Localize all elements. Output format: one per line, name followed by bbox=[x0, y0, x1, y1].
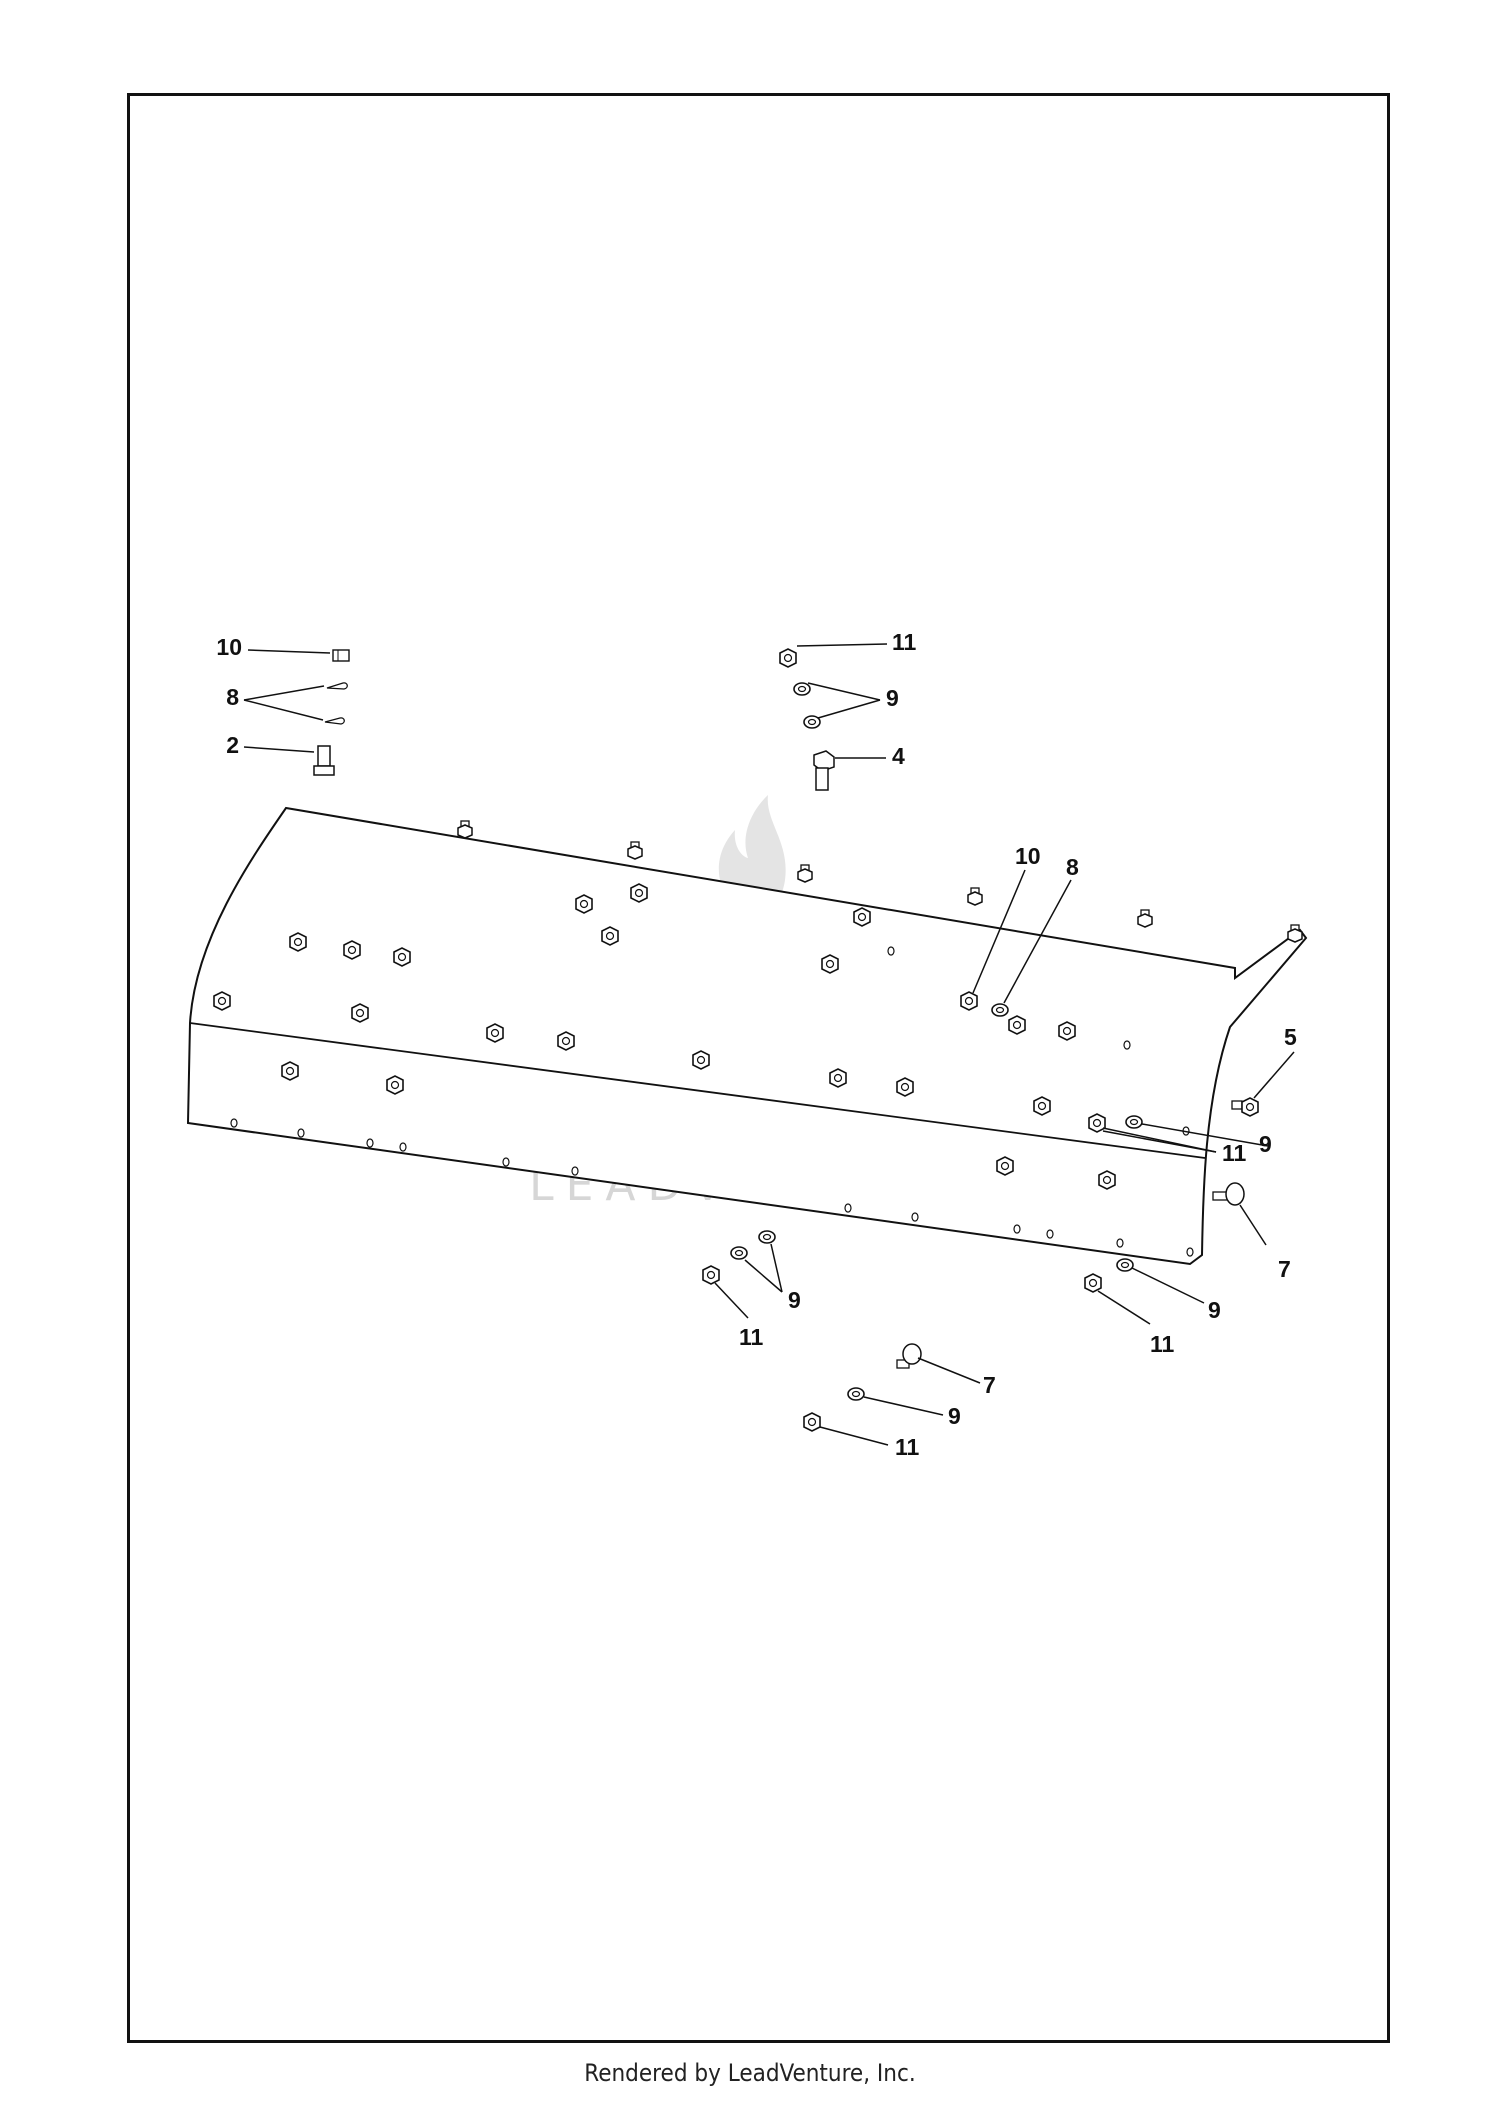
callout-11-top: 11 bbox=[892, 629, 917, 655]
callout-11-right: 11 bbox=[1222, 1140, 1247, 1166]
callout-8-top-left: 8 bbox=[226, 684, 239, 710]
callout-9-lower-left: 9 bbox=[788, 1287, 801, 1313]
callout-9-lower: 9 bbox=[948, 1403, 961, 1429]
callout-11-lower: 11 bbox=[895, 1434, 920, 1460]
callout-7-lower: 7 bbox=[983, 1372, 996, 1398]
callout-8-deck: 8 bbox=[1066, 854, 1079, 880]
callout-9-lower-right: 9 bbox=[1208, 1297, 1221, 1323]
diagram-frame bbox=[127, 93, 1390, 2043]
footer-credit: Rendered by LeadVenture, Inc. bbox=[584, 2059, 916, 2087]
callout-5: 5 bbox=[1284, 1024, 1297, 1050]
callout-9-right: 9 bbox=[1259, 1131, 1272, 1157]
leader-lines bbox=[243, 643, 1295, 1446]
callout-4: 4 bbox=[892, 743, 905, 769]
callout-7-right: 7 bbox=[1278, 1256, 1291, 1282]
callout-11-lower-right: 11 bbox=[1150, 1331, 1175, 1357]
deck-shield bbox=[186, 806, 1308, 1266]
loose-hardware bbox=[313, 648, 1259, 1432]
callouts: 10 8 2 11 9 4 10 8 5 9 11 7 9 11 9 11 7 … bbox=[216, 629, 1297, 1460]
callout-9-top: 9 bbox=[886, 685, 899, 711]
callout-2: 2 bbox=[226, 732, 239, 758]
callout-11-lower-left: 11 bbox=[739, 1324, 764, 1350]
callout-10-deck: 10 bbox=[1015, 843, 1041, 869]
callout-10-top-left: 10 bbox=[216, 634, 242, 660]
